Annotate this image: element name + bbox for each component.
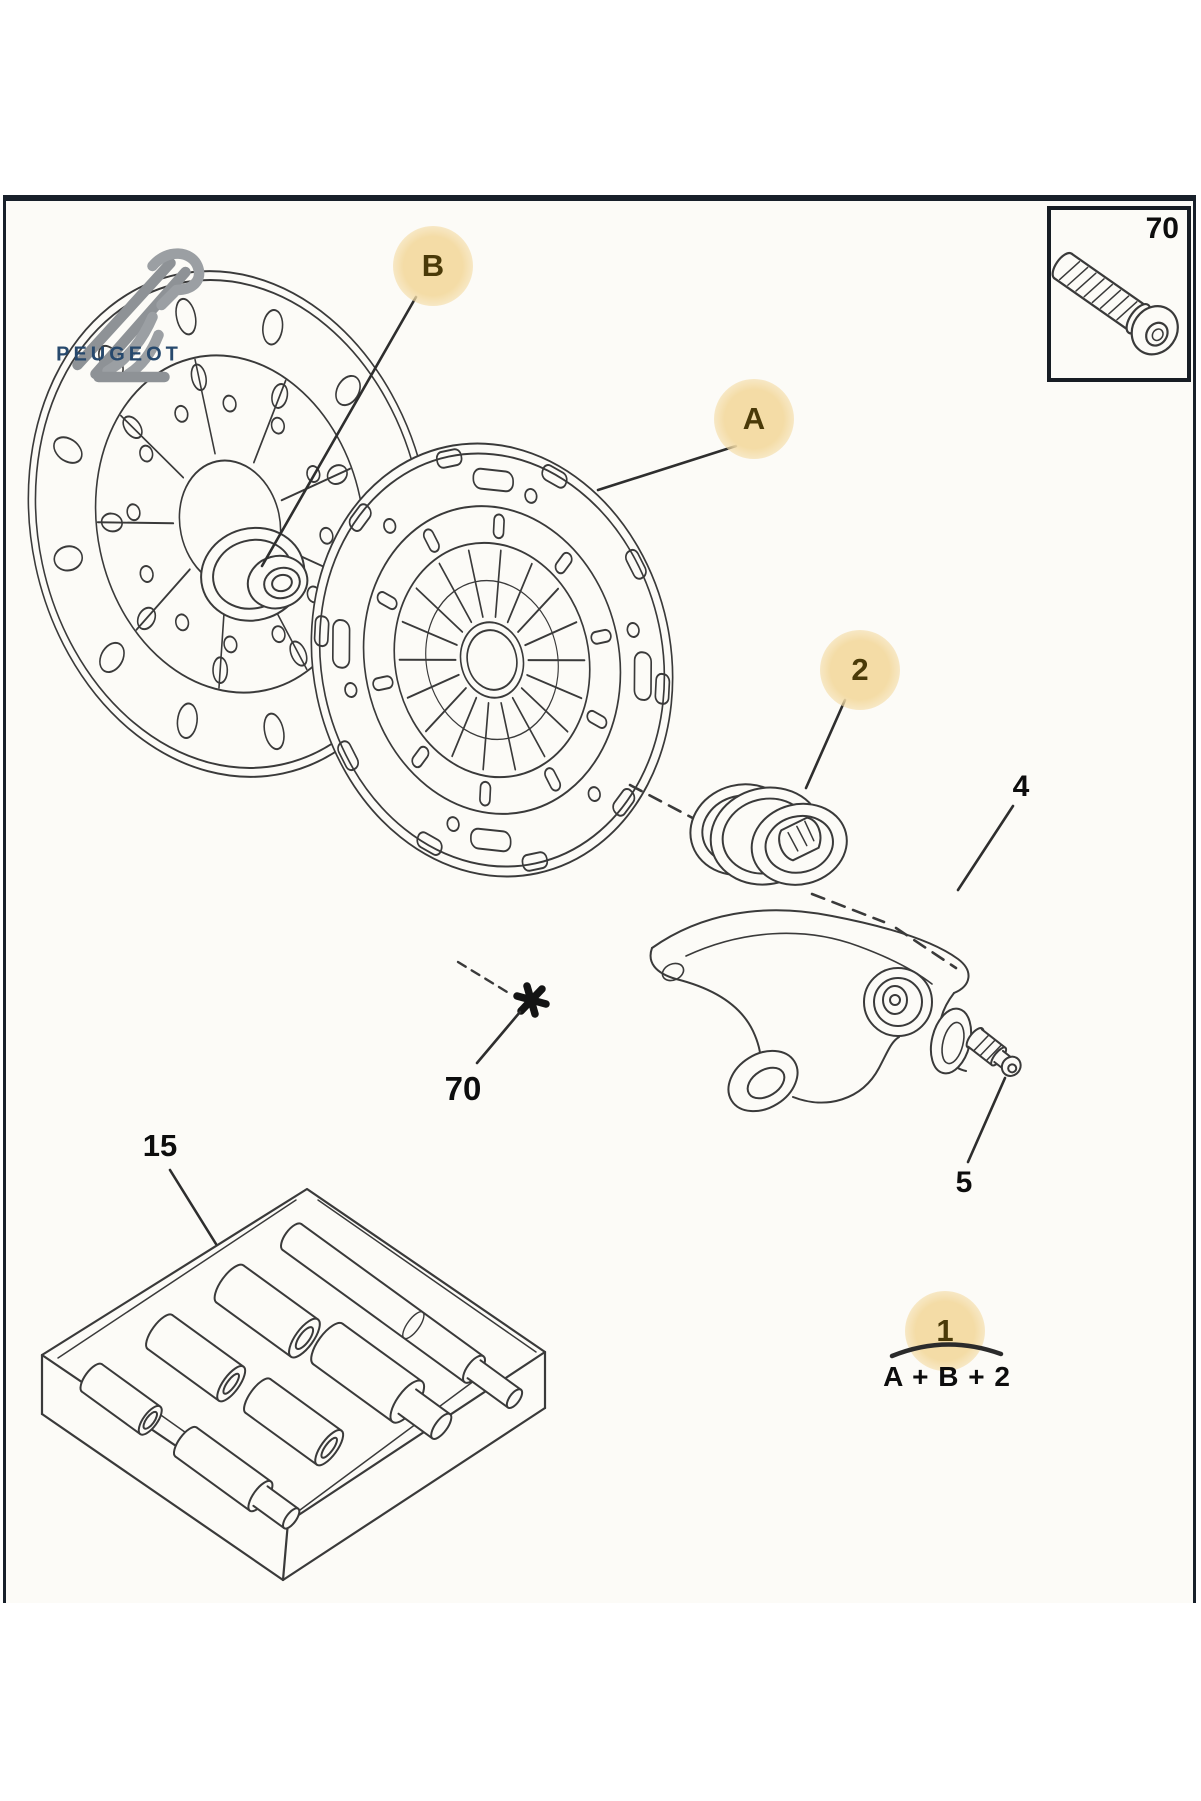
sleeve-cylinders [79,1222,524,1530]
kit-formula: A + B + 2 [883,1361,1011,1392]
part-label-15: 15 [142,1128,178,1163]
asterisk-dashes [456,960,514,997]
badge-b: B [393,226,473,306]
release-fork-part [649,909,973,1113]
brand-name: PEUGEOT [56,343,182,366]
leader-line-5 [966,1076,1007,1164]
leader-line-2 [804,698,847,790]
inset-part-box: 70 [1047,206,1191,382]
badge-a: A [714,379,794,459]
leader-line-15 [168,1168,218,1246]
leader-line-70 [475,1010,522,1065]
release-bearing-part [689,783,848,886]
clutch-disc-hub [200,526,309,622]
inset-bolt-drawing [1051,251,1179,356]
badge-2: 2 [820,630,900,710]
pressure-plate-part [310,442,674,878]
badge-1: 1 [905,1291,985,1371]
asterisk-marker [513,982,550,1018]
leader-lines [168,295,1015,1246]
pivot-pin-part [965,1027,1022,1077]
leader-line-b [260,295,418,568]
leader-line-4 [956,804,1015,892]
part-label-70: 70 [444,1070,482,1107]
inset-part-number: 70 [1145,212,1179,245]
part-label-5: 5 [955,1166,973,1199]
leader-line-a [596,444,738,492]
part-label-4: 4 [1012,770,1030,803]
peugeot-lion-icon [72,248,205,383]
